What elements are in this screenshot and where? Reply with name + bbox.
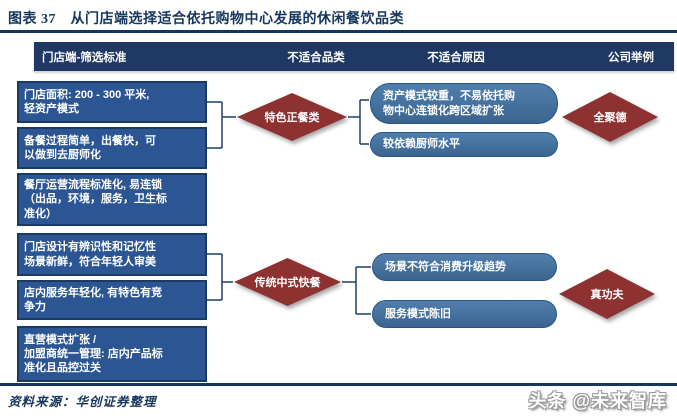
criteria-text: 直营模式扩张 / 加盟商统一管理: 店内产品标 准化且品控过关 [24, 333, 163, 375]
category-diamond-traditional-fastfood: 传统中式快餐 [234, 258, 341, 306]
figure-title: 图表 37 从门店端选择适合依托购物中心发展的休闲餐饮品类 [8, 12, 404, 27]
criteria-text: 备餐过程简单，出餐快，可 以做到去厨师化 [24, 134, 156, 161]
source-note: 资料来源：华创证券整理 [8, 395, 157, 409]
header-col-company-example: 公司举例 [608, 51, 654, 64]
category-diamond-special-dining: 特色正餐类 [237, 93, 347, 141]
criteria-box-store-area: 门店面积: 200 - 300 平米, 轻资产模式 [17, 81, 207, 123]
reason-pill-heavy-assets: 资产模式较重，不易依托购 物中心连锁化跨区域扩张 [370, 83, 558, 124]
reason-text: 服务模式陈旧 [385, 307, 451, 320]
reason-text: 较依赖厨师水平 [383, 138, 460, 151]
criteria-text: 门店设计有辨识性和记忆性 场景新鲜，符合年轻人审美 [24, 241, 156, 268]
criteria-box-prep-process: 备餐过程简单，出餐快，可 以做到去厨师化 [17, 127, 207, 169]
criteria-text: 餐厅运营流程标准化, 易连锁 （出品，环境，服务，卫生标 准化） [24, 179, 167, 220]
criteria-box-standardization: 餐厅运营流程标准化, 易连锁 （出品，环境，服务，卫生标 准化） [17, 173, 207, 226]
criteria-box-store-design: 门店设计有辨识性和记忆性 场景新鲜，符合年轻人审美 [17, 233, 207, 276]
reason-pill-chef-dependent: 较依赖厨师水平 [370, 132, 558, 157]
reason-text: 场景不符合消费升级趋势 [385, 260, 506, 273]
title-rule [0, 30, 677, 33]
criteria-box-young-service: 店内服务年轻化, 有特色有竞 争力 [17, 280, 207, 320]
company-diamond-quanjude: 全聚德 [562, 92, 658, 142]
reason-pill-scene-mismatch: 场景不符合消费升级趋势 [372, 253, 557, 281]
company-diamond-shape: 全聚德 [562, 92, 658, 142]
reason-text: 资产模式较重，不易依托购 物中心连锁化跨区域扩张 [383, 90, 515, 117]
bottom-rule [0, 383, 677, 386]
table-header-bar: 门店端-筛选标准 不适合品类 不适合原因 公司举例 [34, 42, 674, 71]
company-diamond-shape: 真功夫 [559, 269, 655, 319]
criteria-text: 店内服务年轻化, 有特色有竞 争力 [24, 286, 163, 313]
category-diamond-shape: 特色正餐类 [237, 93, 347, 141]
criteria-box-expansion-model: 直营模式扩张 / 加盟商统一管理: 店内产品标 准化且品控过关 [17, 326, 207, 382]
company-diamond-zhengongfu: 真功夫 [559, 269, 655, 319]
criteria-text: 门店面积: 200 - 300 平米, 轻资产模式 [24, 88, 150, 115]
header-col-criteria: 门店端-筛选标准 [42, 51, 127, 64]
category-diamond-shape: 传统中式快餐 [234, 258, 341, 306]
watermark-toutiao: 头条 @未来智库 [528, 391, 667, 411]
reason-pill-outdated-service: 服务模式陈旧 [372, 300, 557, 328]
header-col-unsuitable-reason: 不适合原因 [427, 51, 485, 64]
header-col-unsuitable-category: 不适合品类 [287, 51, 345, 64]
